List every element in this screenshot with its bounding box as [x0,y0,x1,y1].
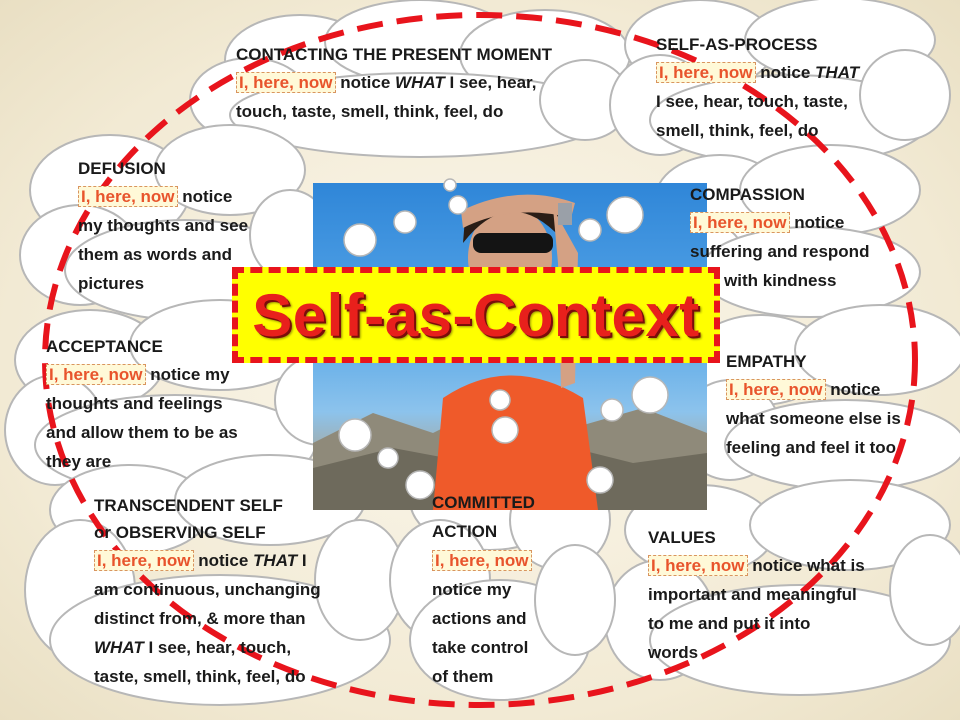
cloud-empathy [679,304,960,491]
highlight-tag: I, here, now [236,72,336,93]
highlight-tag: I, here, now [690,212,790,233]
line: with kindness [724,271,837,290]
line: distinct from, & more than [94,609,306,628]
box-committed-action: COMMITTED ACTION I, here, now notice my … [432,488,535,691]
heading-values: VALUES [648,528,716,547]
title-text: Self-as-Context [252,281,700,349]
line: of them [432,667,494,686]
thought-bubbles [338,178,669,500]
line: notice my [432,580,512,599]
text: notice [755,63,816,82]
box-compassion: COMPASSION I, here, now notice suffering… [690,182,869,295]
highlight-tag: I, here, now [726,379,826,400]
heading-observing-self: or OBSERVING SELF [94,523,266,542]
text: notice what is [747,556,865,575]
heading-action: ACTION [432,522,498,541]
line: touch, taste, smell, think, feel, do [236,102,504,121]
text: THAT [815,63,860,82]
line: thoughts and feelings [46,394,223,413]
text: notice [825,380,881,399]
line: actions and [432,609,527,628]
line: am continuous, unchanging [94,580,321,599]
line: what someone else is [726,409,901,428]
text: notice [335,73,396,92]
box-transcendent-self: TRANSCENDENT SELF or OBSERVING SELF I, h… [94,492,321,691]
line: I, here, now notice what is [648,551,865,580]
line: WHAT I see, hear, touch, [94,633,321,662]
box-self-as-process: SELF-AS-PROCESS I, here, now notice THAT… [656,32,859,145]
line: important and meaningful [648,585,857,604]
box-acceptance: ACCEPTANCE I, here, now notice my though… [46,334,238,476]
line: I, here, now notice [690,208,869,237]
line: they are [46,452,112,471]
highlight-tag: I, here, now [432,550,532,571]
highlight-tag: I, here, now [656,62,756,83]
line: I, here, now [432,546,535,575]
text: THAT [253,551,298,570]
line: my thoughts and see [78,216,249,235]
heading-transcendent-self: TRANSCENDENT SELF [94,496,283,515]
line: I, here, now notice WHAT I see, hear, [236,68,552,97]
box-defusion: DEFUSION I, here, now notice my thoughts… [78,156,248,298]
box-present-moment: CONTACTING THE PRESENT MOMENT I, here, n… [236,42,552,126]
heading-empathy: EMPATHY [726,352,807,371]
line: take control [432,638,529,657]
text: I see, hear, [444,73,537,92]
text: notice [193,551,254,570]
line: words [648,643,699,662]
box-values: VALUES I, here, now notice what is impor… [648,525,865,667]
line: feeling and feel it too [726,438,897,457]
line: taste, smell, think, feel, do [94,667,306,686]
line: and allow them to be as [46,423,238,442]
highlight-tag: I, here, now [46,364,146,385]
line: I, here, now notice [78,182,248,211]
line: I, here, now notice THAT [656,58,859,87]
text: notice [177,187,233,206]
box-empathy: EMPATHY I, here, now notice what someone… [726,349,901,462]
line: I, here, now notice my [46,360,238,389]
text: notice my [145,365,230,384]
heading-acceptance: ACCEPTANCE [46,337,163,356]
line: I, here, now notice THAT I [94,546,321,575]
line: I see, hear, touch, taste, [656,92,848,111]
heading-committed: COMMITTED [432,493,535,512]
title-banner: Self-as-Context [232,267,720,363]
line: suffering and respond [690,242,870,261]
dashed-ellipse [42,12,918,708]
text: I see, hear, touch, [143,638,292,657]
heading-defusion: DEFUSION [78,159,166,178]
heading-self-as-process: SELF-AS-PROCESS [656,35,818,54]
line: pictures [78,274,145,293]
heading-present-moment: CONTACTING THE PRESENT MOMENT [236,45,553,64]
text: WHAT [94,638,144,657]
text: WHAT [395,73,445,92]
line: them as words and [78,245,232,264]
highlight-tag: I, here, now [78,186,178,207]
line: smell, think, feel, do [656,121,819,140]
line: to me and put it into [648,614,811,633]
highlight-tag: I, here, now [94,550,194,571]
highlight-tag: I, here, now [648,555,748,576]
text: notice [789,213,845,232]
line: I, here, now notice [726,375,901,404]
heading-compassion: COMPASSION [690,185,805,204]
text: I [297,551,307,570]
